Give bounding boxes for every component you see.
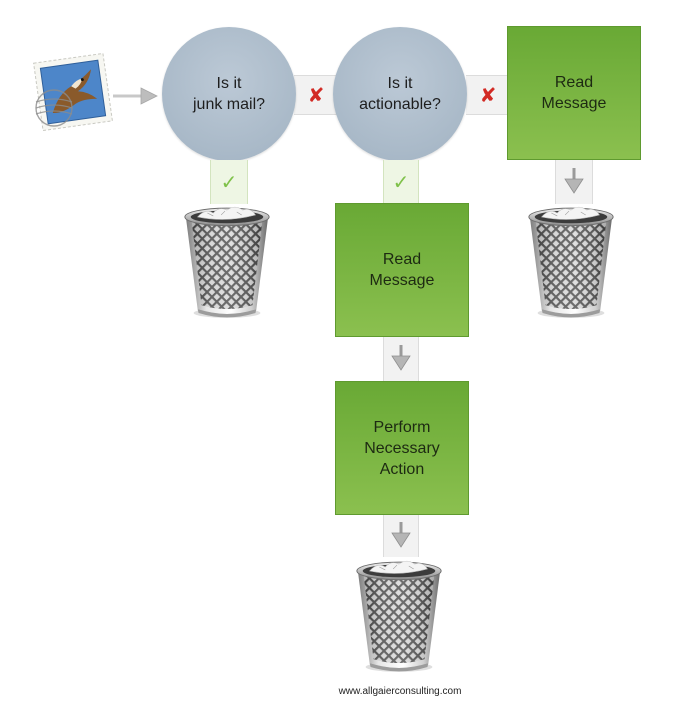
read-message-top-line-2: Message	[541, 95, 607, 112]
read-message-middle-line-1: Read	[382, 251, 422, 268]
mail-stamp-icon	[32, 50, 114, 134]
no-mark-2: ✘	[479, 83, 497, 107]
perform-action-line-2: Necessary	[364, 439, 440, 457]
read-message-middle-line-2: Message	[369, 272, 435, 289]
trash-can-icon	[522, 203, 620, 321]
yes-mark-1: ✓	[220, 170, 238, 194]
read-message-top-line-1: Read	[554, 74, 594, 91]
no-mark-1: ✘	[307, 83, 325, 107]
perform-action-line-1: Perform	[373, 418, 431, 436]
decision-actionable-line-1: Is it	[387, 75, 413, 92]
down-arrow-icon	[391, 345, 411, 371]
connector-yes-2	[383, 160, 419, 204]
process-read-message-middle: Read Message	[335, 203, 469, 337]
decision-junk-line-1: Is it	[216, 75, 242, 92]
trash-can-icon	[178, 203, 276, 321]
yes-mark-2: ✓	[392, 170, 410, 194]
process-perform-action: Perform Necessary Action	[335, 381, 469, 515]
down-arrow-icon	[564, 168, 584, 194]
connector-no-1	[294, 75, 338, 115]
perform-action-line-3: Action	[379, 460, 425, 478]
process-read-message-top: Read Message	[507, 26, 641, 160]
decision-actionable-line-2: actionable?	[359, 96, 441, 113]
connector-no-2	[466, 75, 510, 115]
footer-url: www.allgaierconsulting.com	[338, 686, 462, 697]
decision-actionable: Is it actionable?	[333, 27, 467, 161]
start-arrow-icon	[113, 87, 159, 105]
down-arrow-icon	[391, 522, 411, 548]
decision-junk-mail: Is it junk mail?	[162, 27, 296, 161]
decision-junk-line-2: junk mail?	[192, 96, 266, 113]
connector-flow-1	[555, 160, 593, 204]
connector-yes-1	[210, 160, 248, 204]
trash-can-icon	[350, 557, 448, 675]
